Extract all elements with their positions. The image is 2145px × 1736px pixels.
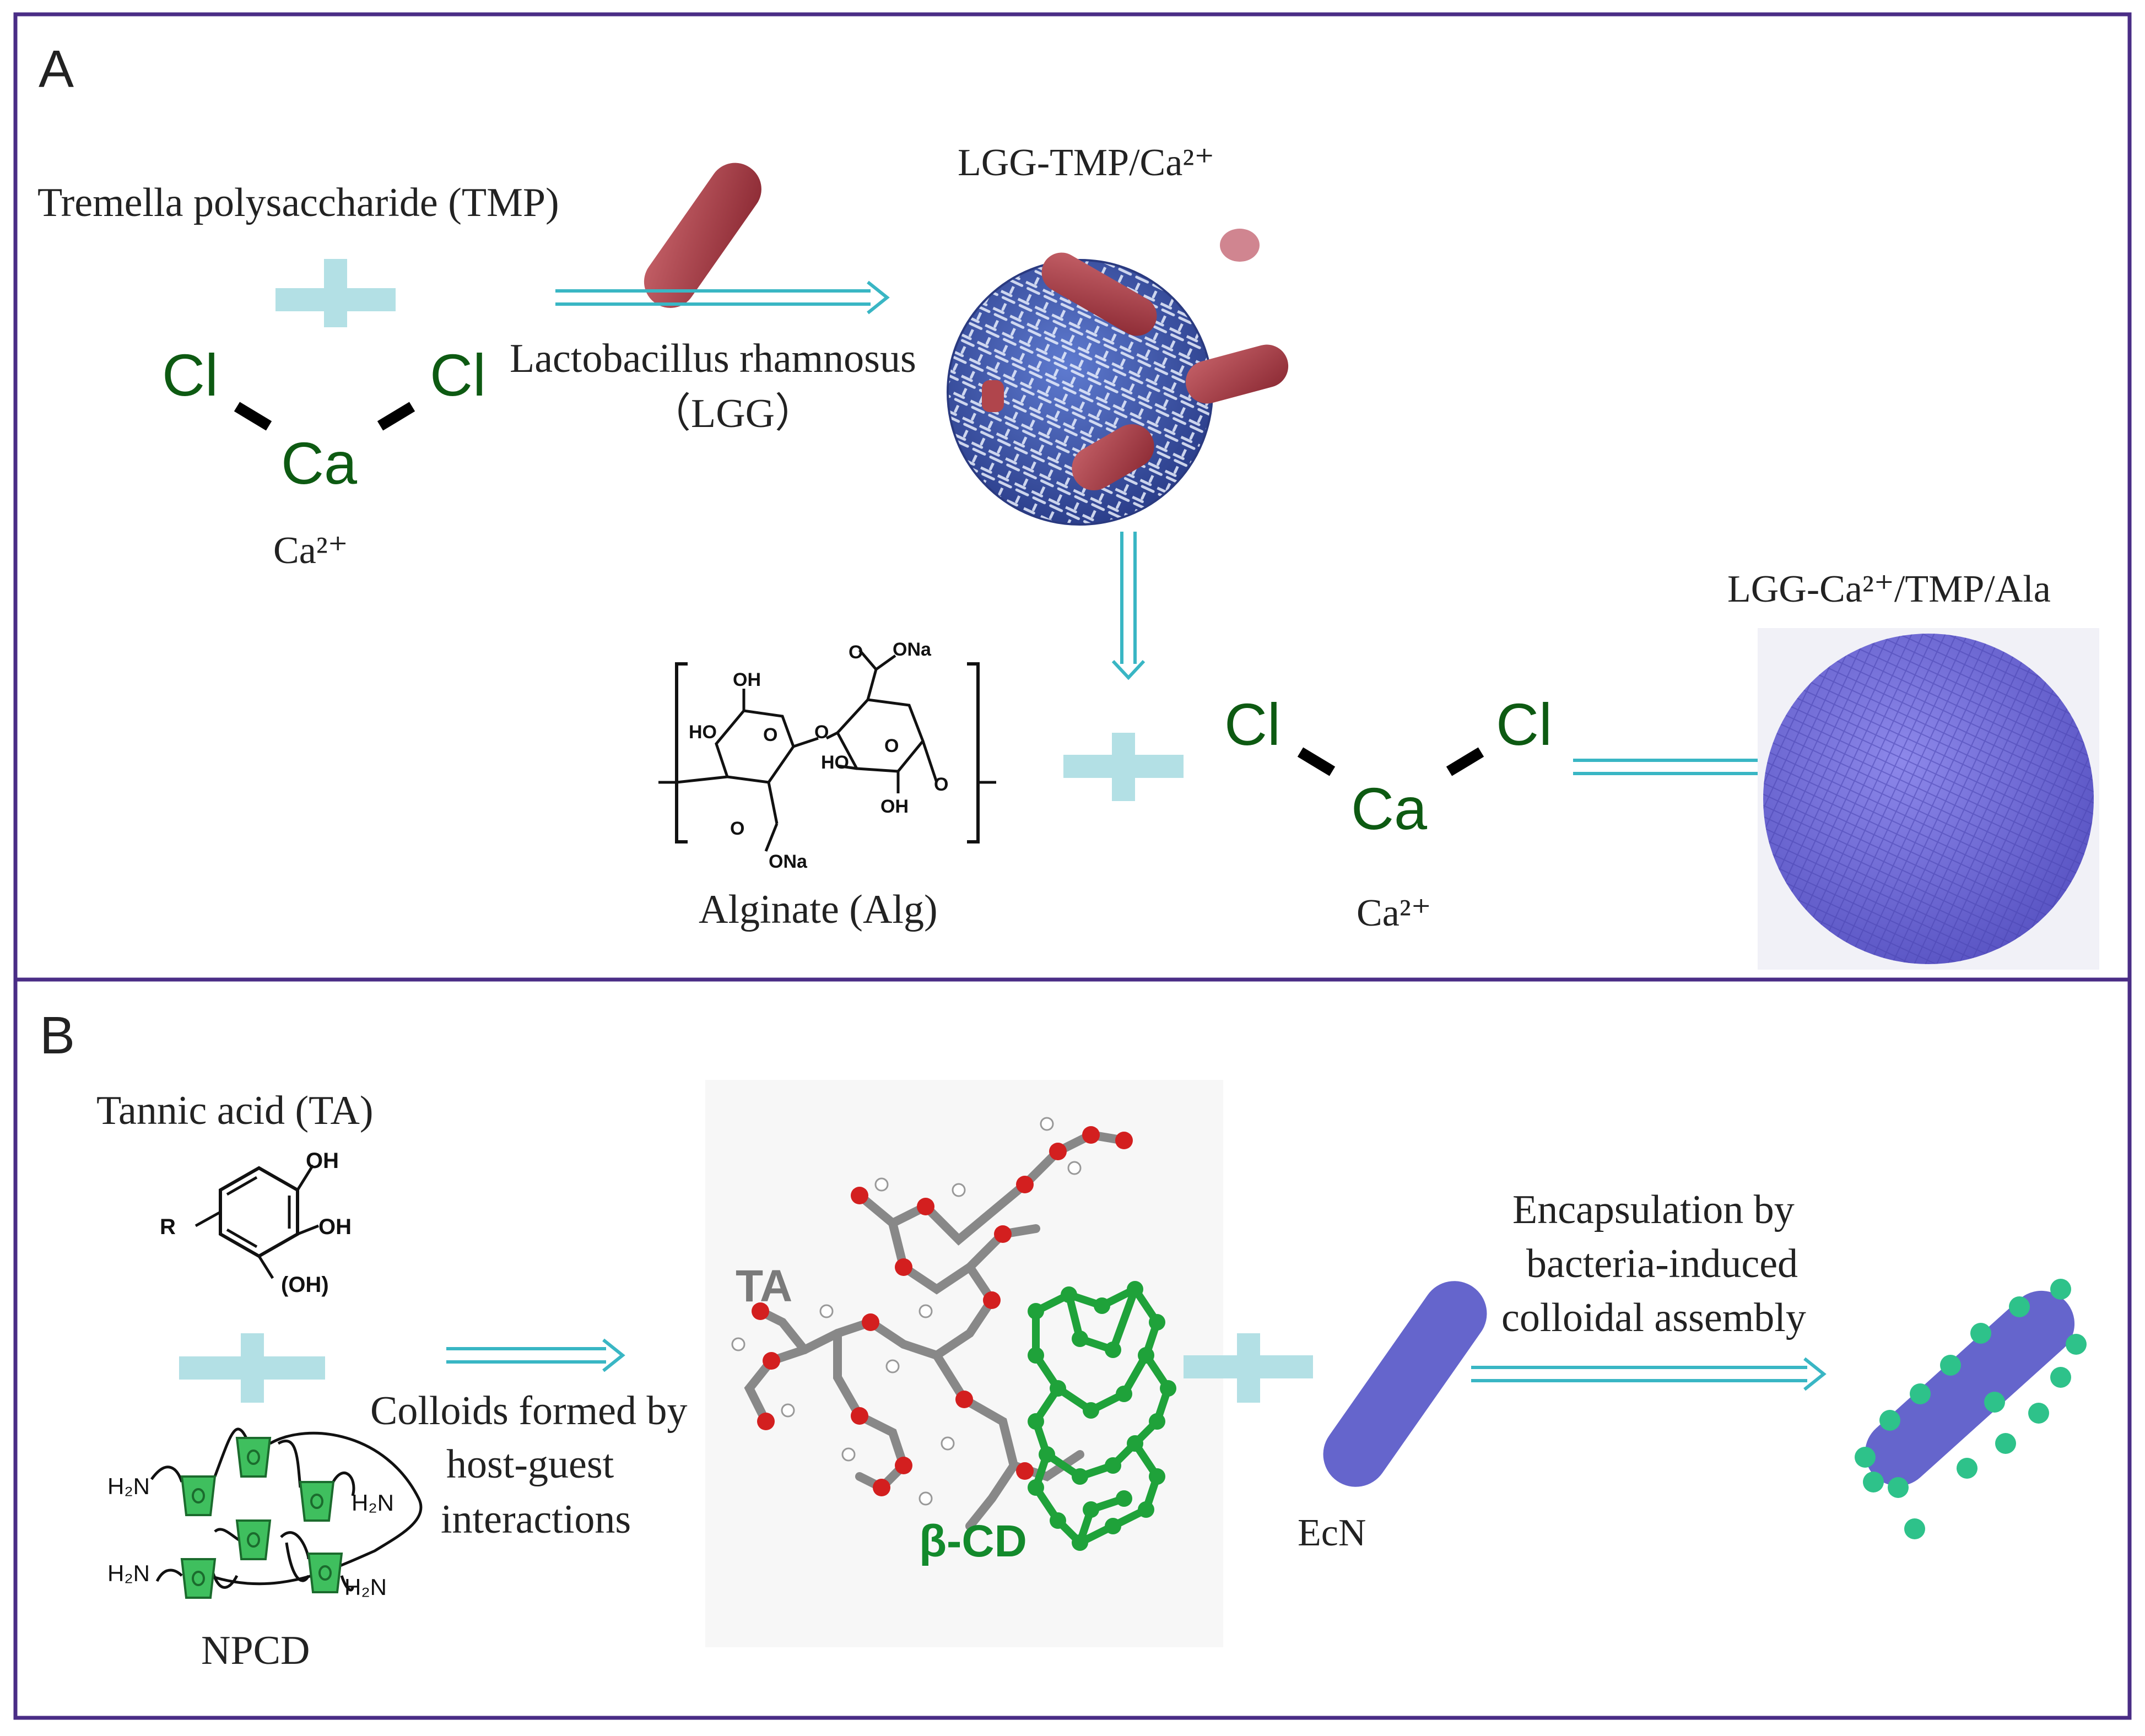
alg-oh-bottom: OH (880, 796, 909, 817)
encapsulation-line3: colloidal assembly (1501, 1295, 1806, 1340)
npcd-amine-3: H₂N (107, 1560, 150, 1586)
npcd-caption: NPCD (201, 1628, 310, 1673)
encapsulated-ecn-icon (1855, 1279, 2087, 1539)
encapsulation-line1: Encapsulation by (1512, 1187, 1795, 1232)
ca-atom: Ca (1351, 775, 1428, 842)
cl-atom-right: Cl (1496, 691, 1552, 758)
ta-oh2: OH (318, 1215, 352, 1239)
alg-o-bridge: O (814, 722, 829, 743)
alg-o-end: O (934, 774, 948, 795)
plus-icon (275, 259, 396, 327)
ca-atom: Ca (281, 430, 358, 496)
panel-a-label: A (39, 40, 74, 99)
lgg-tmp-microsphere (947, 229, 1289, 526)
ta-oh1: OH (306, 1149, 339, 1173)
npcd-amine-1: H₂N (107, 1473, 150, 1499)
cl-atom-left: Cl (1224, 691, 1280, 758)
arrow-right-icon (446, 1338, 625, 1372)
ca-ion-caption-top: Ca²⁺ (273, 529, 348, 572)
ta-oh3: (OH) (281, 1273, 329, 1297)
ta-label: Tannic acid (TA) (96, 1088, 374, 1133)
npcd-amine-2: H₂N (352, 1490, 394, 1516)
model-ta-label: TA (736, 1261, 792, 1311)
plus-icon (1063, 733, 1184, 801)
colloid-text-line3: interactions (441, 1497, 631, 1542)
alg-o-ring2: O (884, 735, 899, 756)
npcd-structure: H₂N H₂N H₂N H₂N (107, 1427, 423, 1600)
alg-ona-top: ONa (893, 639, 932, 660)
ecn-bacterium-icon (1323, 1281, 1487, 1487)
cacl2-molecule-top: Cl Cl Ca (162, 342, 486, 496)
cl-atom-left: Cl (162, 342, 218, 408)
ca-ion-caption-bottom: Ca²⁺ (1357, 892, 1431, 934)
npcd-amine-4: H₂N (344, 1574, 387, 1600)
cl-atom-right: Cl (430, 342, 486, 408)
plus-icon (1184, 1333, 1313, 1403)
lgg-bacterium-icon (644, 163, 761, 308)
alg-ona-bottom: ONa (769, 851, 808, 872)
alg-ho-left: HO (689, 722, 717, 743)
lgg-ca-tmp-ala-microsphere (1758, 628, 2099, 970)
alginate-caption: Alginate (Alg) (699, 887, 938, 932)
alg-o-ring1: O (763, 724, 777, 745)
arrow-down-icon (1111, 532, 1146, 680)
bacterium-name: Lactobacillus rhamnosus (510, 336, 916, 381)
alginate-structure: ONa O OH HO O O O HO O OH O ONa (658, 639, 996, 872)
ta-r-group: R (160, 1215, 176, 1239)
bacterium-abbr: （LGG） (650, 391, 815, 436)
panel-b-label: B (40, 1006, 75, 1065)
plus-icon (179, 1333, 325, 1403)
model-cd-label: β-CD (919, 1516, 1027, 1566)
alg-oh-top: OH (733, 669, 761, 690)
colloid-text-line2: host-guest (446, 1442, 614, 1487)
arrow-right-icon (1471, 1357, 1827, 1391)
alg-ho-mid: HO (821, 752, 849, 773)
panel-b-frame (13, 977, 2132, 1720)
cacl2-molecule-bottom: Cl Cl Ca (1224, 691, 1552, 842)
alg-o-carb-top: O (849, 642, 863, 663)
tannic-acid-structure: OH OH (OH) R (160, 1149, 352, 1297)
alg-o-carb-bottom: O (730, 818, 744, 839)
product1-label: LGG-TMP/Ca²⁺ (958, 142, 1214, 184)
ta-cd-complex-model: TA β-CD (705, 1080, 1223, 1647)
tmp-label: Tremella polysaccharide (TMP) (37, 180, 559, 225)
product2-label: LGG-Ca²⁺/TMP/Ala (1727, 568, 2051, 610)
arrow-right-icon (555, 280, 890, 315)
arrow-right-icon (1573, 750, 1788, 784)
colloid-text-line1: Colloids formed by (370, 1388, 688, 1434)
ecn-label: EcN (1298, 1512, 1366, 1554)
encapsulation-line2: bacteria-induced (1526, 1241, 1798, 1286)
